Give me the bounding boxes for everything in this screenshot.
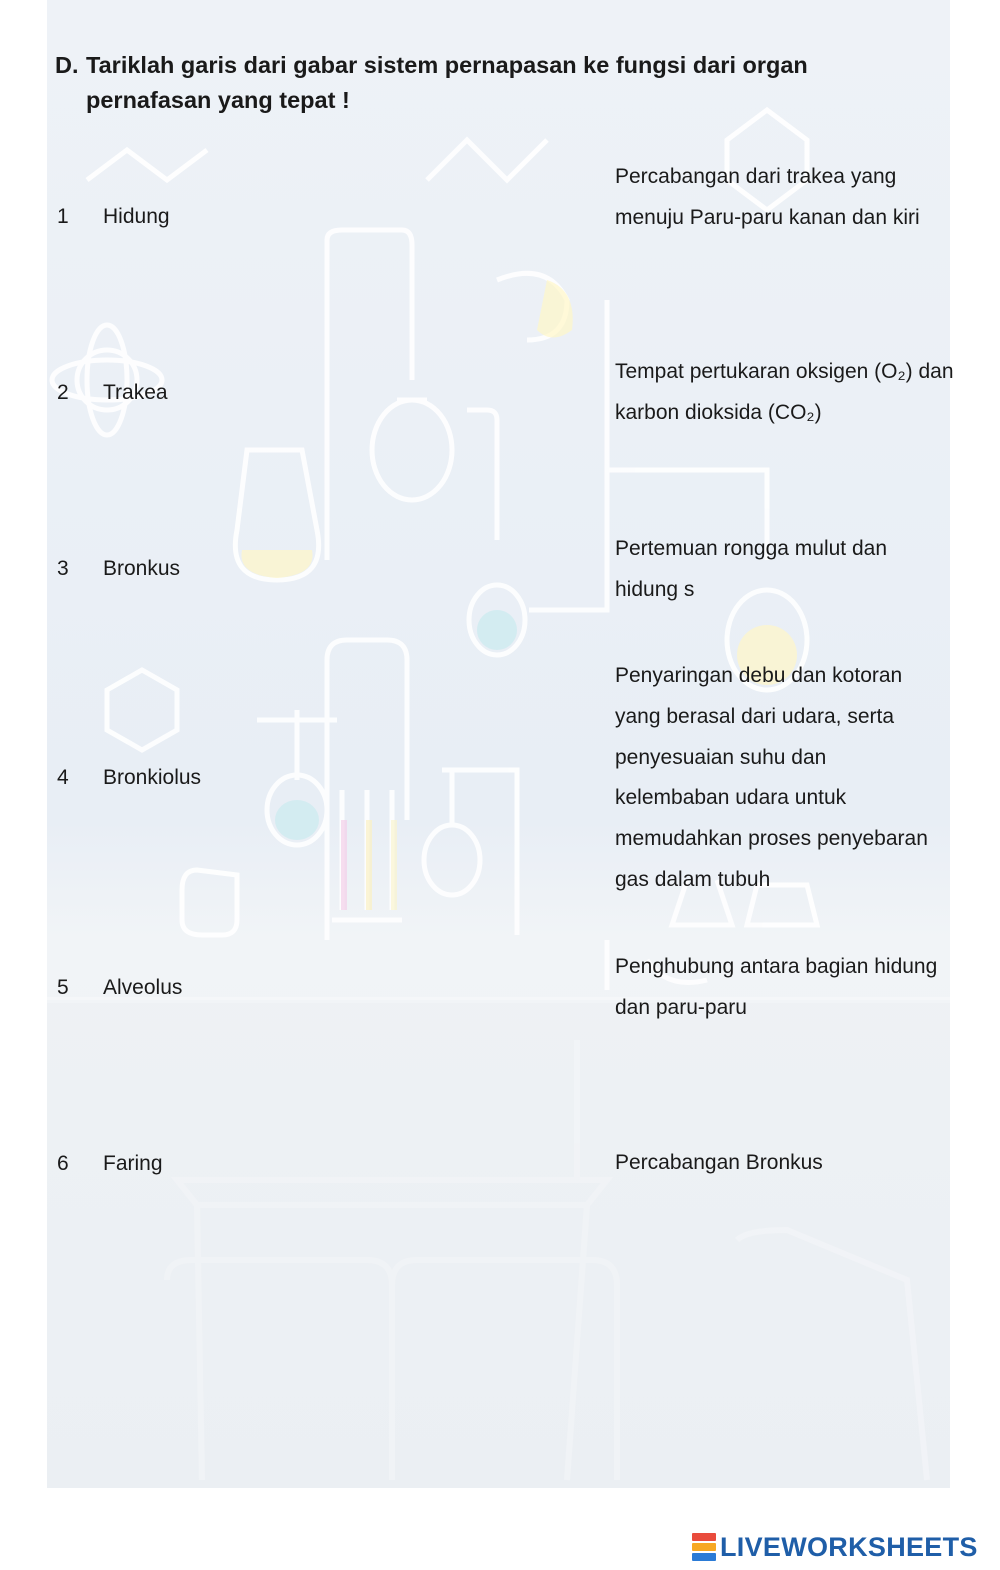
liveworksheets-logo[interactable]: LIVEWORKSHEETS	[692, 1532, 978, 1562]
organ-name: Alveolus	[103, 976, 183, 999]
worksheet-page	[47, 0, 950, 1488]
function-option[interactable]: Pertemuan rongga mulut dan hidung s	[615, 537, 888, 601]
organ-number: 5	[57, 976, 69, 999]
section-letter: D.	[55, 52, 79, 78]
liveworksheets-logo-icon	[692, 1532, 716, 1562]
organ-number: 2	[57, 381, 69, 404]
function-option[interactable]: Penyaringan debu dan kotoran yang berasa…	[615, 664, 928, 891]
instruction-text: Tariklah garis dari gabar sistem pernapa…	[86, 52, 808, 113]
function-option[interactable]: Tempat pertukaran oksigen (O₂) dan karbo…	[615, 360, 954, 424]
organ-name: Trakea	[103, 381, 168, 404]
organ-number: 4	[57, 766, 69, 789]
lab-background-illustration	[47, 106, 950, 1488]
organ-number: 6	[57, 1152, 69, 1175]
organ-name: Bronkus	[103, 557, 181, 580]
function-option[interactable]: Penghubung antara bagian hidung dan paru…	[615, 955, 938, 1019]
organ-number: 3	[57, 557, 69, 580]
organ-number: 1	[57, 205, 69, 228]
logo-text: LIVEWORKSHEETS	[720, 1531, 978, 1562]
function-option[interactable]: Percabangan dari trakea yang menuju Paru…	[615, 165, 920, 229]
organ-name: Hidung	[103, 205, 170, 228]
organ-name: Faring	[103, 1152, 163, 1175]
function-option[interactable]: Percabangan Bronkus	[615, 1151, 823, 1174]
organ-name: Bronkiolus	[103, 766, 202, 789]
